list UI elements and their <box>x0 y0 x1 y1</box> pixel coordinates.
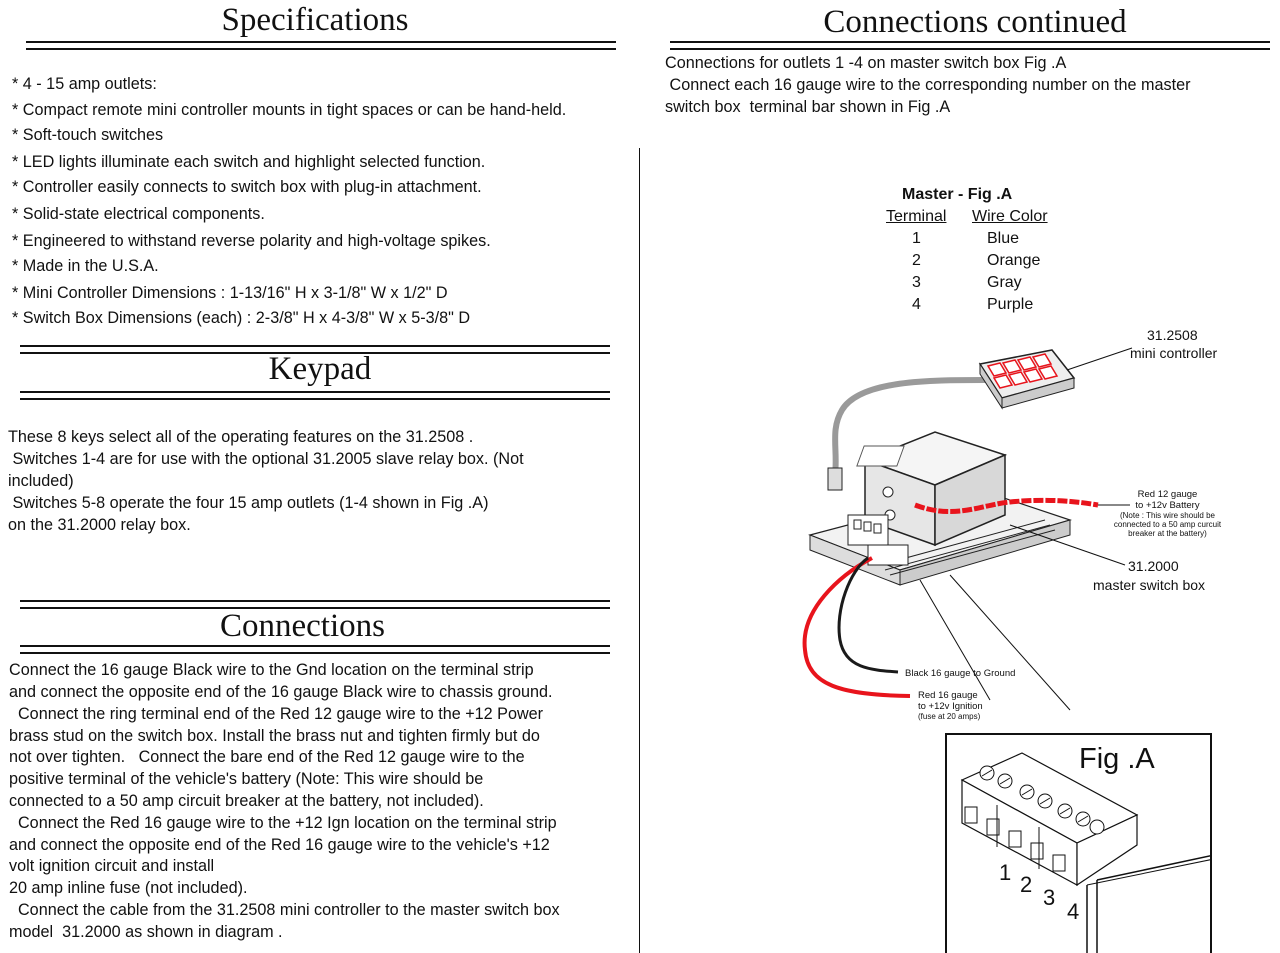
table-cell-terminal: 1 <box>912 230 921 247</box>
spec-item: * Made in the U.S.A. <box>12 257 159 275</box>
battery-label-line: Red 12 gauge <box>1137 489 1198 500</box>
spec-item: * 4 - 15 amp outlets: <box>12 75 157 93</box>
spec-item: * Solid-state electrical components. <box>12 205 265 223</box>
keypad-divider-bottom <box>20 391 610 400</box>
wiring-diagram <box>802 347 1133 711</box>
connections-line: Connect the cable from the 31.2508 mini … <box>9 901 560 919</box>
keypad-divider-top <box>20 345 610 354</box>
keypad-heading: Keypad <box>268 351 372 387</box>
ground-wire <box>837 556 899 674</box>
table-cell-color: Purple <box>987 296 1034 313</box>
spec-item: * Controller easily connects to switch b… <box>12 178 482 196</box>
controller-name-label: mini controller <box>1130 345 1218 361</box>
connections-line: Connect the Red 16 gauge wire to the +12… <box>9 814 557 832</box>
ignition-wire <box>802 556 911 698</box>
box-leader <box>1009 524 1126 566</box>
connections-line: Connect the ring terminal end of the Red… <box>9 705 544 723</box>
connections-line: positive terminal of the vehicle's batte… <box>9 770 484 788</box>
cable-plug <box>827 467 843 491</box>
connections-divider-top <box>20 600 610 609</box>
table-cell-terminal: 2 <box>912 252 921 269</box>
table-header-terminal: Terminal <box>886 208 947 225</box>
fig-a-inset: Fig .A 1 2 3 4 <box>945 733 1212 953</box>
battery-wire-label: Red 12 gauge to +12v Battery (Note : Thi… <box>1110 489 1225 538</box>
connections-line: Connect the 16 gauge Black wire to the G… <box>9 661 534 679</box>
connections-line: brass stud on the switch box. Install th… <box>9 727 540 745</box>
spec-item: * Engineered to withstand reverse polari… <box>12 232 491 250</box>
spec-item: * Compact remote mini controller mounts … <box>12 101 567 119</box>
terminal-number: 1 <box>999 860 1012 885</box>
battery-label-line: breaker at the battery) <box>1128 529 1207 538</box>
battery-label-line: (Note : This wire should be <box>1119 511 1215 520</box>
table-cell-color: Blue <box>987 230 1020 247</box>
battery-wire <box>914 497 1099 514</box>
connections-continued-line: switch box terminal bar shown in Fig .A <box>665 98 951 116</box>
controller-model-label: 31.2508 <box>1147 327 1198 343</box>
keypad-line: Switches 1-4 are for use with the option… <box>8 450 524 468</box>
table-cell-terminal: 4 <box>912 296 921 313</box>
connections-continued-heading: Connections continued <box>823 4 1127 40</box>
connections-line: model 31.2000 as shown in diagram . <box>9 923 283 941</box>
terminal-number: 2 <box>1020 872 1033 897</box>
mini-controller <box>978 349 1076 410</box>
ignition-wire-label: Red 16 gauge to +12v Ignition (fuse at 2… <box>918 690 998 721</box>
ground-wire-label: Black 16 gauge to Ground <box>905 668 1016 679</box>
connections-line: 20 amp inline fuse (not included). <box>9 879 248 897</box>
connections-continued-line: Connect each 16 gauge wire to the corres… <box>665 76 1191 94</box>
keypad-line: included) <box>8 472 74 490</box>
connections-continued-divider <box>670 41 1270 50</box>
ignition-label-line: Red 16 gauge <box>918 690 978 701</box>
ignition-label-line: (fuse at 20 amps) <box>918 712 981 721</box>
fig-leader-2 <box>949 574 1071 711</box>
spec-item: * Switch Box Dimensions (each) : 2-3/8" … <box>12 309 471 327</box>
connections-divider-bottom <box>20 645 610 654</box>
table-cell-terminal: 3 <box>912 274 921 291</box>
switch-box <box>847 431 1008 566</box>
table-caption: Master - Fig .A <box>902 186 1013 203</box>
connections-line: connected to a 50 amp circuit breaker at… <box>9 792 484 810</box>
battery-label-line: to +12v Battery <box>1135 500 1200 511</box>
connections-line: not over tighten. Connect the bare end o… <box>9 748 525 766</box>
specifications-heading: Specifications <box>221 2 409 38</box>
connections-line: volt ignition circuit and install <box>9 857 215 875</box>
specifications-divider <box>26 41 616 50</box>
box-name-label: master switch box <box>1093 577 1206 593</box>
ignition-label-line: to +12v Ignition <box>918 701 983 712</box>
connections-line: and connect the opposite end of the Red … <box>9 836 550 854</box>
keypad-line: These 8 keys select all of the operating… <box>8 428 474 446</box>
terminal-number: 3 <box>1043 885 1056 910</box>
column-separator <box>639 148 640 953</box>
terminal-strip-drawing <box>960 752 1210 953</box>
connections-line: and connect the opposite end of the 16 g… <box>9 683 553 701</box>
spec-item: * Mini Controller Dimensions : 1-13/16" … <box>12 284 448 302</box>
table-header-wire-color: Wire Color <box>972 208 1048 225</box>
spec-item: * Soft-touch switches <box>12 126 164 144</box>
spec-item: * LED lights illuminate each switch and … <box>12 153 486 171</box>
fig-a-title: Fig .A <box>1079 743 1155 775</box>
terminal-number: 4 <box>1067 899 1080 924</box>
battery-label-line: connected to a 50 amp curcuit <box>1113 520 1222 529</box>
connections-heading: Connections <box>220 608 385 644</box>
keypad-line: Switches 5-8 operate the four 15 amp out… <box>8 494 489 512</box>
table-cell-color: Orange <box>987 252 1041 269</box>
controller-leader <box>1066 347 1133 371</box>
controller-cable <box>832 377 986 476</box>
fig-leader-1 <box>919 579 991 701</box>
box-model-label: 31.2000 <box>1128 558 1179 574</box>
connections-continued-line: Connections for outlets 1 -4 on master s… <box>665 54 1067 72</box>
table-cell-color: Gray <box>987 274 1022 291</box>
keypad-line: on the 31.2000 relay box. <box>8 516 191 534</box>
